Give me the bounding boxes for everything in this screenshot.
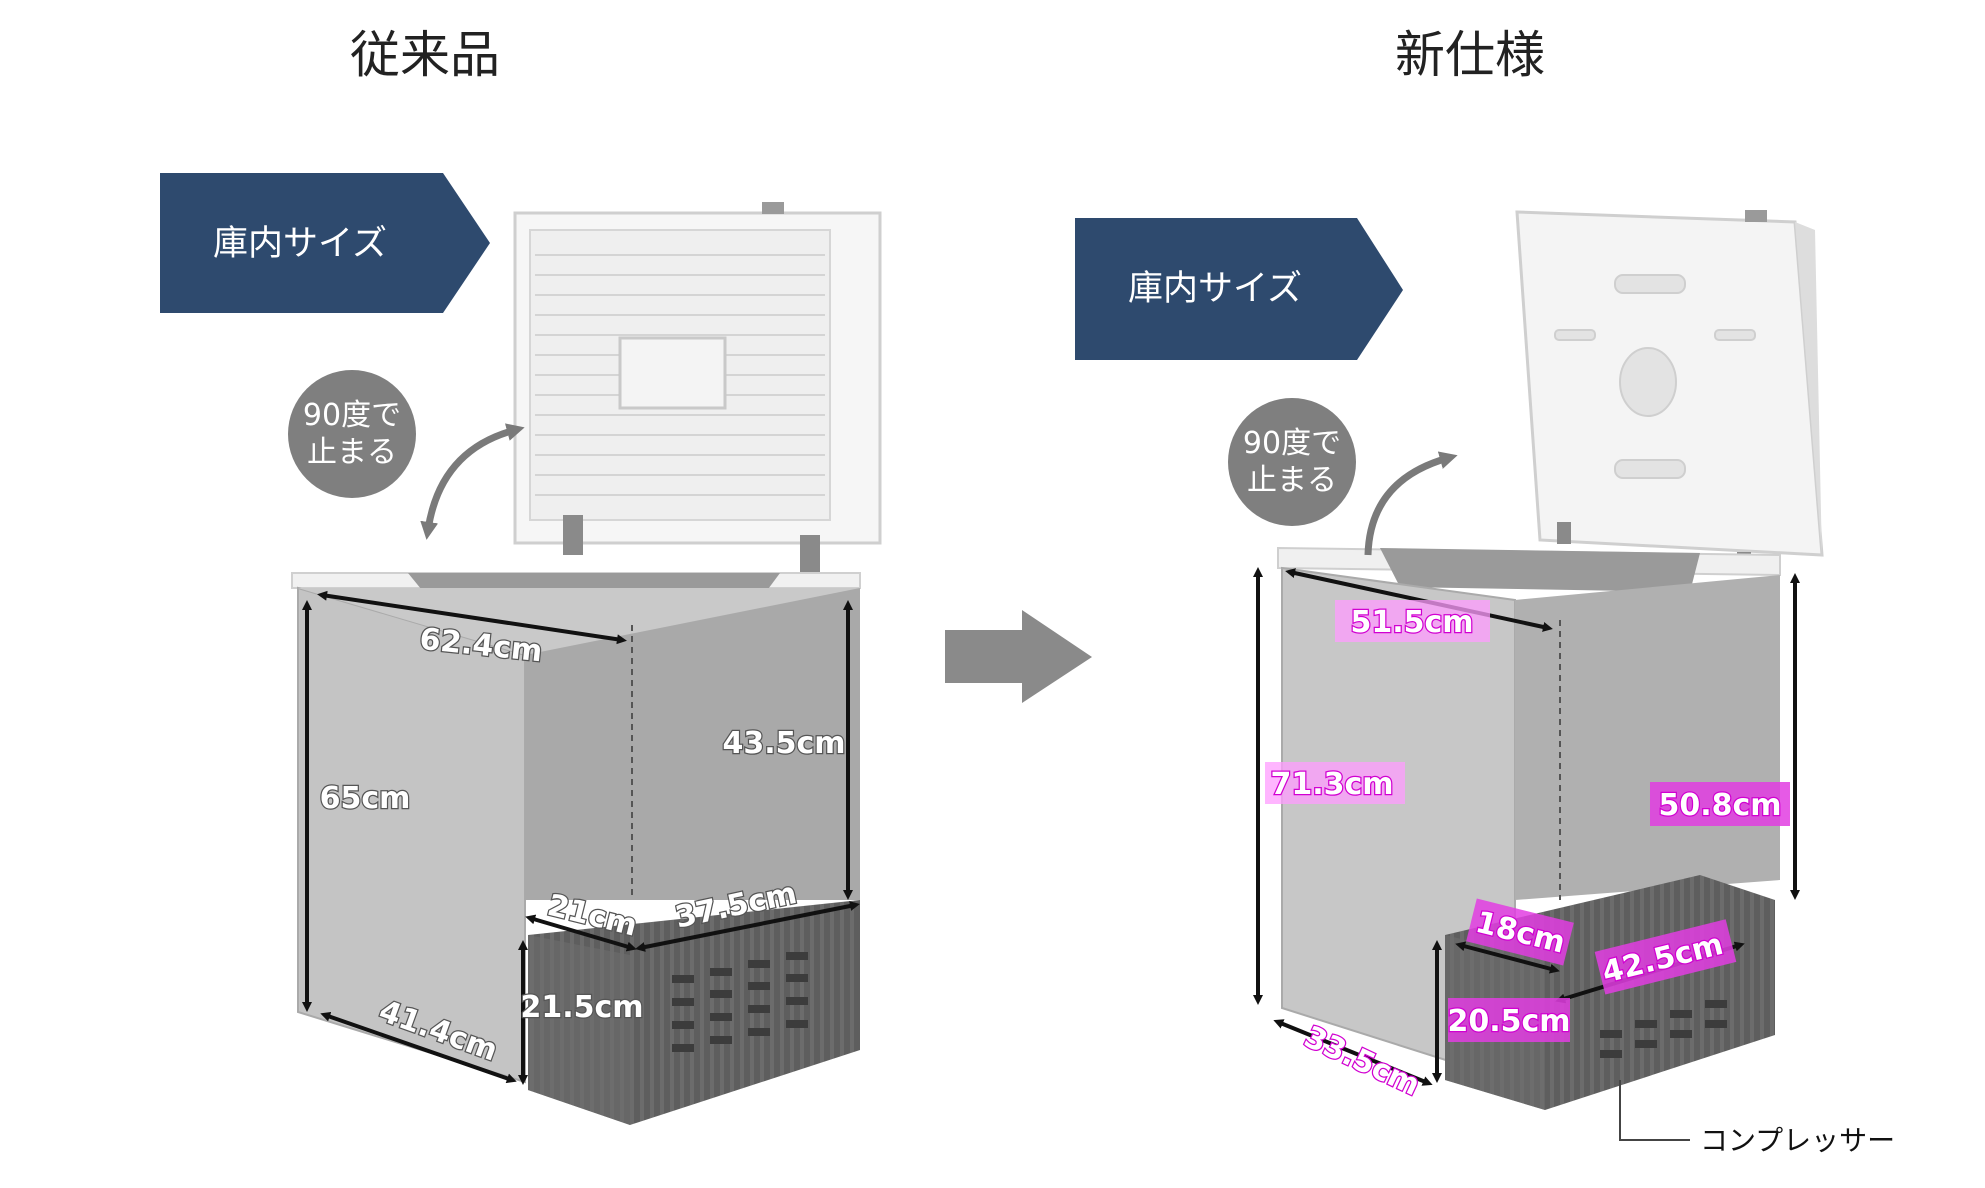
- freezer-lid-old: [513, 202, 882, 575]
- old-model-title: 従来品: [350, 26, 500, 84]
- old-height-label: 65cm: [320, 781, 411, 816]
- old-step-depth-line: [525, 914, 637, 952]
- freezer-body-old: [291, 572, 861, 1125]
- new-upper-height-label-group: 50.8cm: [1650, 782, 1790, 826]
- interior-size-banner-new: 庫内サイズ: [1075, 218, 1403, 360]
- new-height-label-group: 71.3cm: [1265, 762, 1405, 804]
- interior-size-banner-old: 庫内サイズ: [160, 173, 490, 313]
- lid-note-line1: 90度で: [1243, 426, 1341, 461]
- lid-rotation-arrow-icon: [420, 423, 525, 540]
- new-step-height-label-group: 20.5cm: [1446, 998, 1572, 1042]
- old-step-height-label: 21.5cm: [520, 990, 643, 1025]
- new-depth-line: [1273, 1019, 1433, 1086]
- lid-note-line2: 止まる: [307, 435, 397, 470]
- compressor-leader-line: [1619, 1080, 1690, 1141]
- new-height-label: 71.3cm: [1270, 767, 1393, 802]
- new-step-height-label: 20.5cm: [1447, 1004, 1570, 1039]
- old-width-line: [317, 590, 627, 645]
- new-model-title: 新仕様: [1395, 26, 1545, 84]
- freezer-lid-new: [1515, 210, 1824, 574]
- banner-label: 庫内サイズ: [1128, 269, 1302, 309]
- old-step-width-line: [635, 901, 860, 952]
- new-step-depth-line: [1455, 941, 1560, 974]
- lid-rotation-arrow-icon: [1364, 451, 1458, 556]
- lid-note-line1: 90度で: [303, 398, 401, 433]
- old-depth-line: [320, 1011, 517, 1084]
- banner-label: 庫内サイズ: [213, 224, 387, 264]
- old-upper-height-label: 43.5cm: [722, 726, 845, 761]
- lid-note-line2: 止まる: [1247, 463, 1337, 498]
- compressor-callout: コンプレッサー: [1700, 1124, 1895, 1157]
- lid-stop-note-old: 90度で 止まる: [288, 370, 525, 540]
- new-width-label-group: 51.5cm: [1335, 600, 1490, 642]
- new-upper-height-label: 50.8cm: [1658, 788, 1781, 823]
- new-width-label: 51.5cm: [1350, 605, 1473, 640]
- old-model-figure: 庫内サイズ: [160, 173, 882, 1125]
- new-model-figure: 庫内サイズ: [1075, 210, 1895, 1157]
- lid-stop-note-new: 90度で 止まる: [1228, 398, 1458, 556]
- right-arrow-icon: [945, 610, 1092, 703]
